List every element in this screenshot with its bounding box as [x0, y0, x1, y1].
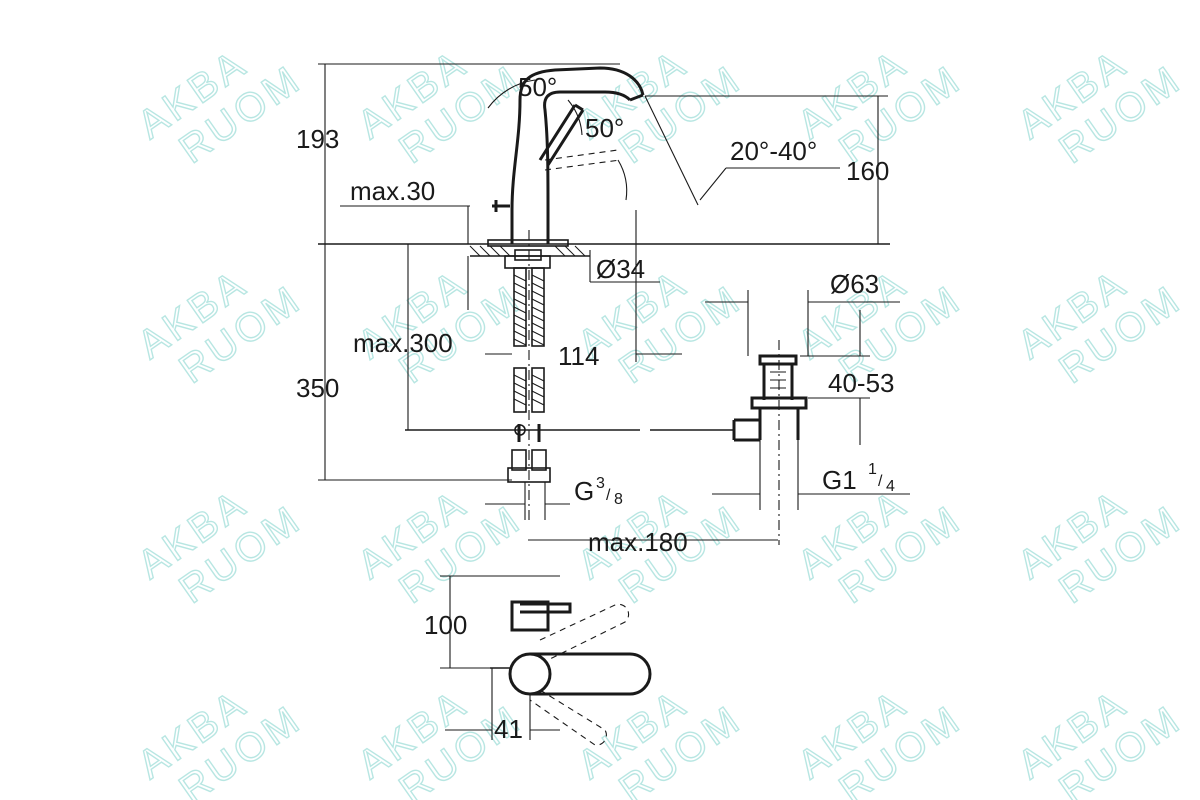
label-drain-thread: G1 1 / 4: [822, 461, 895, 495]
label-angle-lever: 50°: [585, 113, 624, 143]
label-spout-angle: 20°-40°: [730, 136, 817, 166]
label-drain-diameter: Ø63: [830, 269, 879, 299]
svg-text:3: 3: [596, 475, 605, 492]
drain-assembly: [732, 340, 808, 545]
label-top-view-offset: 41: [494, 714, 523, 744]
svg-text:4: 4: [886, 478, 895, 495]
deck-hatch: [469, 245, 586, 257]
svg-text:G1: G1: [822, 465, 857, 495]
svg-text:/: /: [606, 487, 611, 504]
svg-text:G: G: [574, 476, 594, 506]
label-max-deck: max.30: [350, 176, 435, 206]
supply-hoses: [507, 267, 551, 483]
label-drain-range: 40-53: [828, 368, 895, 398]
label-hole-diameter: Ø34: [596, 254, 645, 284]
label-angle-top: 50°: [518, 72, 557, 102]
faucet-side-view: [469, 66, 645, 520]
svg-text:/: /: [878, 473, 883, 490]
label-supply-thread: G 3 / 8: [574, 475, 623, 508]
label-height-total: 193: [296, 124, 339, 154]
svg-text:1: 1: [868, 461, 877, 478]
popup-linkage: [405, 424, 735, 436]
label-spout-height: 160: [846, 156, 889, 186]
label-below-height: 350: [296, 373, 339, 403]
dimension-lines: [318, 63, 910, 740]
label-max-drain-dist: max.180: [588, 527, 688, 557]
label-top-view-depth: 100: [424, 610, 467, 640]
dimension-labels: 193 50° 50° 20°-40° 160 max.30 Ø34 Ø63 m…: [296, 72, 895, 744]
svg-text:8: 8: [614, 491, 623, 508]
label-spout-reach: 114: [558, 341, 599, 371]
label-max-hose: max.300: [353, 328, 453, 358]
